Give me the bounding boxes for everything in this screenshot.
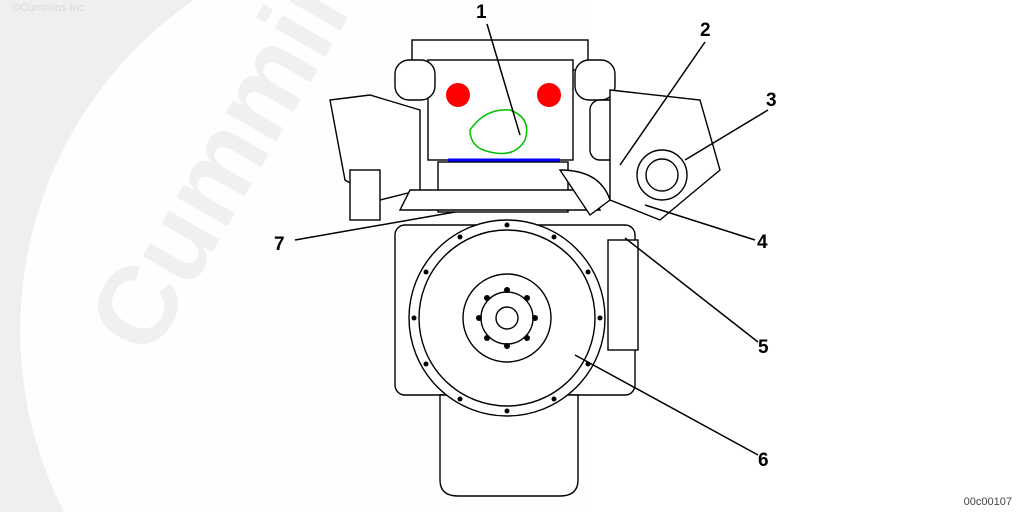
left-exhaust-port <box>394 59 436 101</box>
callout-2: 2 <box>700 20 711 41</box>
callout-6: 6 <box>758 450 769 471</box>
red-markup-left <box>446 83 470 107</box>
copyright-text: ©Cummins Inc <box>12 2 85 14</box>
callout-1: 1 <box>476 2 487 23</box>
right-exhaust-port <box>574 59 616 101</box>
callout-4: 4 <box>757 232 768 253</box>
red-markup-right <box>537 83 561 107</box>
oil-pan <box>439 394 579 497</box>
green-markup-outline <box>469 109 528 155</box>
figure-id: 00c00107 <box>963 496 1012 508</box>
flywheel-bolts <box>411 222 603 414</box>
callout-5: 5 <box>758 337 769 358</box>
leader-lines <box>294 23 769 456</box>
callout-3: 3 <box>766 90 777 111</box>
callout-7: 7 <box>274 234 285 255</box>
charge-air-tube <box>398 189 602 211</box>
